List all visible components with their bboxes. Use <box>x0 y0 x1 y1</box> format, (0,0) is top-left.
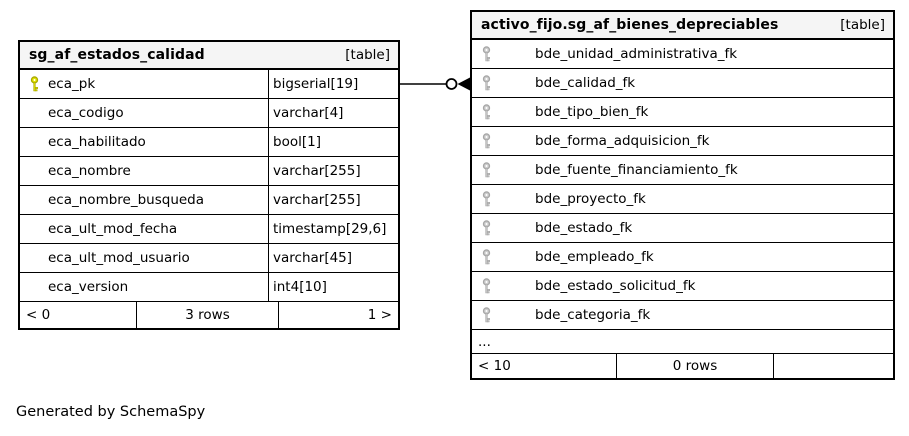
column-type: int4[10] <box>268 273 398 301</box>
key-icon-placeholder <box>28 104 40 122</box>
key-icon-placeholder <box>28 191 40 209</box>
entity-activo-fijo-sg-af-bienes-depreciables[interactable]: activo_fijo.sg_af_bienes_depreciables [t… <box>470 10 895 380</box>
entity-type-badge: [table] <box>840 17 885 33</box>
arrowhead-marker <box>457 77 470 91</box>
column-row[interactable]: bde_tipo_bien_fk <box>472 98 893 127</box>
pager-prev: < 10 <box>472 354 617 378</box>
column-type: bool[1] <box>268 128 398 156</box>
column-name-cell: eca_nombre <box>20 157 268 185</box>
column-row[interactable]: bde_estado_fk <box>472 214 893 243</box>
key-icon-placeholder <box>28 162 40 180</box>
entity-title[interactable]: sg_af_estados_calidad <box>29 47 205 63</box>
entity-header[interactable]: sg_af_estados_calidad [table] <box>20 42 398 70</box>
foreign-key-icon <box>480 103 492 121</box>
zero-or-one-marker <box>445 78 458 90</box>
column-name: bde_unidad_administrativa_fk <box>535 46 738 62</box>
column-row[interactable]: bde_calidad_fk <box>472 69 893 98</box>
entity-title[interactable]: activo_fijo.sg_af_bienes_depreciables <box>481 17 779 33</box>
column-type: bigserial[19] <box>268 70 398 98</box>
column-name-cell: eca_ult_mod_usuario <box>20 244 268 272</box>
column-row[interactable]: bde_fuente_financiamiento_fk <box>472 156 893 185</box>
column-row[interactable]: eca_codigo varchar[4] <box>20 99 398 128</box>
column-row[interactable]: eca_version int4[10] <box>20 273 398 302</box>
column-name: bde_estado_fk <box>535 220 633 236</box>
column-name: bde_calidad_fk <box>535 75 636 91</box>
pager-prev: < 0 <box>20 302 137 328</box>
column-row[interactable]: eca_nombre varchar[255] <box>20 157 398 186</box>
column-name-cell: eca_codigo <box>20 99 268 127</box>
column-row[interactable]: eca_habilitado bool[1] <box>20 128 398 157</box>
pager-next <box>774 354 893 378</box>
generated-by-note: Generated by SchemaSpy <box>16 404 206 420</box>
fk-relationship-connector <box>400 77 470 91</box>
column-row[interactable]: bde_categoria_fk <box>472 301 893 330</box>
column-row[interactable]: bde_unidad_administrativa_fk <box>472 40 893 69</box>
entity-footer: < 10 0 rows <box>472 354 893 378</box>
key-icon-placeholder <box>28 249 40 267</box>
column-type: varchar[45] <box>268 244 398 272</box>
column-name: bde_tipo_bien_fk <box>535 104 649 120</box>
column-name: eca_ult_mod_fecha <box>48 221 178 237</box>
key-icon-placeholder <box>28 220 40 238</box>
column-name: bde_proyecto_fk <box>535 191 646 207</box>
foreign-key-icon <box>480 277 492 295</box>
column-name: bde_empleado_fk <box>535 249 654 265</box>
column-type: varchar[255] <box>268 186 398 214</box>
column-row[interactable]: bde_proyecto_fk <box>472 185 893 214</box>
foreign-key-icon <box>480 132 492 150</box>
more-columns-ellipsis: ... <box>472 330 893 354</box>
column-type: varchar[4] <box>268 99 398 127</box>
column-name: bde_fuente_financiamiento_fk <box>535 162 738 178</box>
column-name: eca_version <box>48 279 129 295</box>
column-type: varchar[255] <box>268 157 398 185</box>
primary-key-icon <box>28 75 40 93</box>
column-row[interactable]: eca_ult_mod_usuario varchar[45] <box>20 244 398 273</box>
column-row[interactable]: eca_pk bigserial[19] <box>20 70 398 99</box>
column-row[interactable]: eca_nombre_busqueda varchar[255] <box>20 186 398 215</box>
entity-type-badge: [table] <box>345 47 390 63</box>
column-name-cell: eca_version <box>20 273 268 301</box>
key-icon-placeholder <box>28 133 40 151</box>
column-row[interactable]: bde_empleado_fk <box>472 243 893 272</box>
column-name: eca_ult_mod_usuario <box>48 250 190 266</box>
column-name: bde_categoria_fk <box>535 307 651 323</box>
column-name: eca_pk <box>48 76 96 92</box>
entity-sg-af-estados-calidad[interactable]: sg_af_estados_calidad [table] eca_pk big… <box>18 40 400 330</box>
pager-next: 1 > <box>367 307 392 323</box>
foreign-key-icon <box>480 306 492 324</box>
column-name: eca_habilitado <box>48 134 146 150</box>
entity-footer: < 0 3 rows 1 > <box>20 302 398 328</box>
column-row[interactable]: bde_estado_solicitud_fk <box>472 272 893 301</box>
column-name: eca_nombre_busqueda <box>48 192 205 208</box>
column-name-cell: eca_ult_mod_fecha <box>20 215 268 243</box>
entity-header[interactable]: activo_fijo.sg_af_bienes_depreciables [t… <box>472 12 893 40</box>
column-row[interactable]: eca_ult_mod_fecha timestamp[29,6] <box>20 215 398 244</box>
foreign-key-icon <box>480 219 492 237</box>
column-name: bde_estado_solicitud_fk <box>535 278 696 294</box>
column-name-cell: eca_habilitado <box>20 128 268 156</box>
foreign-key-icon <box>480 45 492 63</box>
foreign-key-icon <box>480 190 492 208</box>
column-row[interactable]: bde_forma_adquisicion_fk <box>472 127 893 156</box>
column-name-cell: eca_nombre_busqueda <box>20 186 268 214</box>
column-name: bde_forma_adquisicion_fk <box>535 133 710 149</box>
column-name: eca_codigo <box>48 105 124 121</box>
column-name-cell: eca_pk <box>20 70 268 98</box>
column-name: eca_nombre <box>48 163 131 179</box>
key-icon-placeholder <box>28 278 40 296</box>
column-type: timestamp[29,6] <box>268 215 398 243</box>
foreign-key-icon <box>480 248 492 266</box>
foreign-key-icon <box>480 74 492 92</box>
row-count: 0 rows <box>617 354 774 378</box>
row-count: 3 rows <box>137 302 279 328</box>
foreign-key-icon <box>480 161 492 179</box>
